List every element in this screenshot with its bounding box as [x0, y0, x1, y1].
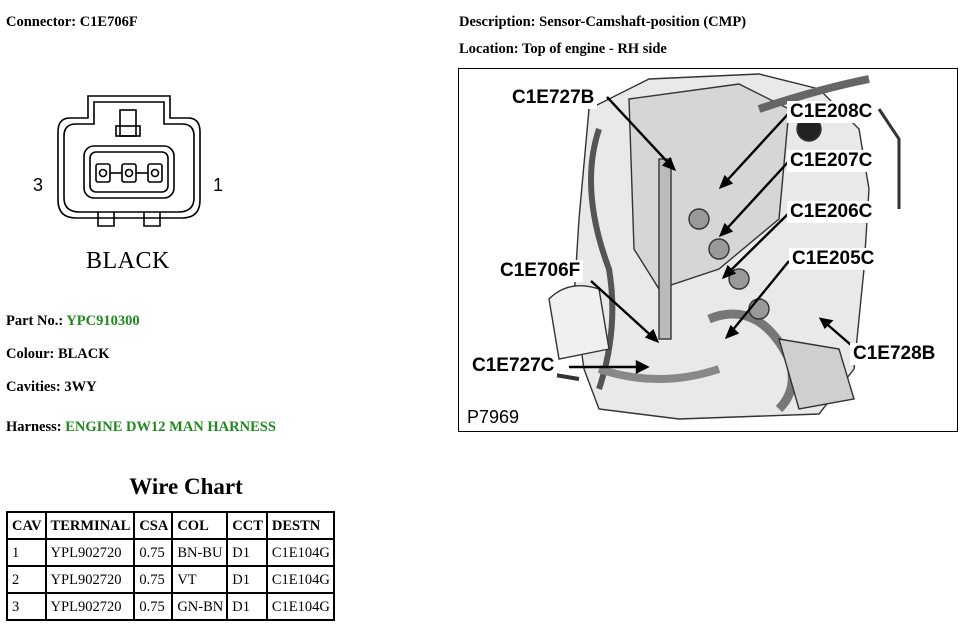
- cell-cav: 1: [6, 538, 47, 567]
- pin-1-label: 1: [213, 175, 224, 195]
- cavities-label: Cavities:: [6, 379, 61, 395]
- callout-c1e208c: C1E208C: [787, 101, 876, 123]
- part-number-link[interactable]: YPC910300: [66, 313, 140, 329]
- col-header-terminal: TERMINAL: [44, 511, 136, 540]
- colour-label: Colour:: [6, 346, 55, 362]
- cell-col: BN-BU: [171, 538, 229, 567]
- callout-c1e728b: C1E728B: [850, 343, 939, 365]
- cell-cav: 2: [6, 565, 47, 594]
- col-header-col: COL: [171, 511, 229, 540]
- colour-value: BLACK: [57, 346, 110, 362]
- cell-csa: 0.75: [133, 592, 174, 621]
- wire-chart-title: Wire Chart: [129, 474, 243, 499]
- harness-row: Harness: ENGINE DW12 MAN HARNESS: [6, 419, 276, 436]
- table-row: 3 YPL902720 0.75 GN-BN D1 C1E104G: [6, 592, 335, 621]
- connector-id: C1E706F: [79, 14, 138, 30]
- cell-destn: C1E104G: [265, 538, 335, 567]
- part-number-label: Part No.:: [6, 313, 64, 329]
- connector-label: Connector:: [6, 14, 77, 30]
- cavities-row: Cavities: 3WY: [6, 379, 97, 396]
- location-row: Location: Top of engine - RH side: [459, 41, 667, 58]
- cell-cct: D1: [226, 565, 268, 594]
- cell-col: VT: [171, 565, 229, 594]
- cell-cct: D1: [226, 592, 268, 621]
- connector-color-caption: BLACK: [86, 248, 170, 274]
- cell-csa: 0.75: [133, 565, 174, 594]
- location-value: Top of engine - RH side: [521, 41, 667, 57]
- engine-location-figure: C1E727B C1E208C C1E207C C1E206C C1E205C …: [458, 68, 958, 432]
- callout-c1e207c: C1E207C: [787, 150, 876, 172]
- connector-heading: Connector: C1E706F: [6, 14, 138, 31]
- pin-3-label: 3: [33, 175, 44, 195]
- part-number-row: Part No.: YPC910300: [6, 313, 140, 330]
- cell-terminal: YPL902720: [44, 538, 136, 567]
- location-label: Location:: [459, 41, 519, 57]
- cavities-value: 3WY: [64, 379, 97, 395]
- colour-row: Colour: BLACK: [6, 346, 110, 363]
- callout-c1e706f: C1E706F: [497, 260, 584, 282]
- description-value: Sensor-Camshaft-position (CMP): [539, 14, 747, 30]
- table-row: 2 YPL902720 0.75 VT D1 C1E104G: [6, 565, 335, 594]
- cell-destn: C1E104G: [265, 565, 335, 594]
- callout-c1e205c: C1E205C: [789, 248, 878, 270]
- wire-chart-header-row: CAV TERMINAL CSA COL CCT DESTN: [6, 511, 335, 540]
- harness-link[interactable]: ENGINE DW12 MAN HARNESS: [65, 419, 276, 435]
- harness-label: Harness:: [6, 419, 62, 435]
- cell-terminal: YPL902720: [44, 592, 136, 621]
- cell-cct: D1: [226, 538, 268, 567]
- col-header-cct: CCT: [226, 511, 268, 540]
- col-header-csa: CSA: [133, 511, 174, 540]
- cell-col: GN-BN: [171, 592, 229, 621]
- description-label: Description:: [459, 14, 536, 30]
- cell-cav: 3: [6, 592, 47, 621]
- cell-csa: 0.75: [133, 538, 174, 567]
- cell-terminal: YPL902720: [44, 565, 136, 594]
- figure-reference: P7969: [465, 407, 522, 428]
- callout-c1e727b: C1E727B: [509, 87, 598, 109]
- col-header-cav: CAV: [6, 511, 47, 540]
- callout-c1e206c: C1E206C: [787, 201, 876, 223]
- table-row: 1 YPL902720 0.75 BN-BU D1 C1E104G: [6, 538, 335, 567]
- callout-c1e727c: C1E727C: [469, 355, 558, 377]
- cell-destn: C1E104G: [265, 592, 335, 621]
- connector-face-diagram: [57, 95, 201, 227]
- wire-chart-table: CAV TERMINAL CSA COL CCT DESTN 1 YPL9027…: [6, 511, 335, 621]
- col-header-destn: DESTN: [265, 511, 335, 540]
- description-row: Description: Sensor-Camshaft-position (C…: [459, 14, 746, 31]
